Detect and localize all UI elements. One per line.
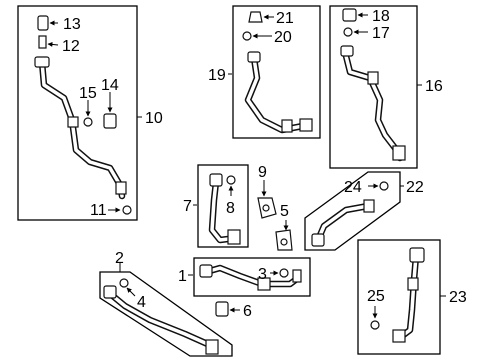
callout-4: 4 <box>137 294 146 311</box>
callout-24: 24 <box>344 179 362 196</box>
o-ring-part <box>343 27 353 37</box>
hose-fitting <box>299 118 313 132</box>
hose-fitting <box>257 277 271 291</box>
callout-25: 25 <box>367 288 385 305</box>
hose-fitting <box>407 277 419 291</box>
o-ring-part <box>379 181 389 191</box>
callout-16: 16 <box>425 78 443 95</box>
hose-fitting <box>281 119 293 133</box>
clip-part <box>215 301 229 317</box>
loose-parts-5-9 <box>257 180 293 251</box>
hose-fitting <box>392 329 406 343</box>
hose-fitting <box>67 116 79 128</box>
callout-20: 20 <box>274 29 292 46</box>
callout-11: 11 <box>90 202 107 219</box>
callout-6: 6 <box>243 303 252 320</box>
callout-19: 19 <box>208 67 226 84</box>
callout-1: 1 <box>178 268 187 285</box>
o-ring-part <box>83 117 93 127</box>
callout-labels: 13 12 15 14 10 11 21 20 19 18 17 16 7 8 … <box>62 8 467 320</box>
callout-9: 9 <box>258 164 267 181</box>
group-box-2 <box>99 262 233 357</box>
group-box-19 <box>228 5 321 139</box>
hose-fitting <box>34 56 50 68</box>
group-box-22 <box>304 171 404 251</box>
callout-21: 21 <box>276 10 294 27</box>
cap-part <box>342 8 357 22</box>
hose-fitting <box>199 264 213 278</box>
hose-fitting <box>367 71 379 85</box>
callout-18: 18 <box>372 8 390 25</box>
hose-fitting <box>311 233 325 247</box>
hose-fitting <box>227 229 241 245</box>
callout-23: 23 <box>449 289 467 306</box>
callout-13: 13 <box>63 16 81 33</box>
hose-fitting <box>340 45 354 57</box>
group-box-1 <box>188 257 311 297</box>
hose-fitting <box>292 269 302 283</box>
valve-core-part <box>38 35 47 49</box>
o-ring-part <box>119 278 129 288</box>
callout-7: 7 <box>183 198 192 215</box>
callout-15: 15 <box>79 85 97 102</box>
bolt-hole <box>280 238 288 246</box>
group-box-23 <box>357 239 446 355</box>
sensor-part <box>103 113 117 129</box>
o-ring-part <box>226 175 236 185</box>
callout-12: 12 <box>62 38 80 55</box>
o-ring-part <box>279 268 289 278</box>
o-ring-part <box>122 205 132 215</box>
cap-part <box>37 15 49 31</box>
o-ring-part <box>370 320 380 330</box>
hose-fitting <box>247 51 261 63</box>
callout-22: 22 <box>406 179 424 196</box>
loose-part-6 <box>215 301 240 317</box>
valve-cap-part <box>248 11 263 23</box>
callout-3: 3 <box>258 266 267 283</box>
hose-fitting <box>115 181 127 195</box>
callout-8: 8 <box>226 200 235 217</box>
callout-5: 5 <box>280 203 289 220</box>
o-ring-part <box>242 31 252 41</box>
hose-fitting <box>409 247 425 263</box>
hose-fitting <box>392 145 406 161</box>
group-box-7 <box>193 164 249 248</box>
group-box-16 <box>329 5 422 169</box>
bolt-hole <box>262 204 270 212</box>
hose-fitting <box>363 199 375 213</box>
callout-10: 10 <box>145 110 163 127</box>
callout-17: 17 <box>372 25 390 42</box>
group-box-10 <box>17 5 142 221</box>
hose-fitting <box>205 339 219 355</box>
callout-14: 14 <box>101 77 119 94</box>
hose-fitting <box>103 285 117 299</box>
callout-2: 2 <box>115 250 124 267</box>
hose-fitting <box>209 173 223 187</box>
